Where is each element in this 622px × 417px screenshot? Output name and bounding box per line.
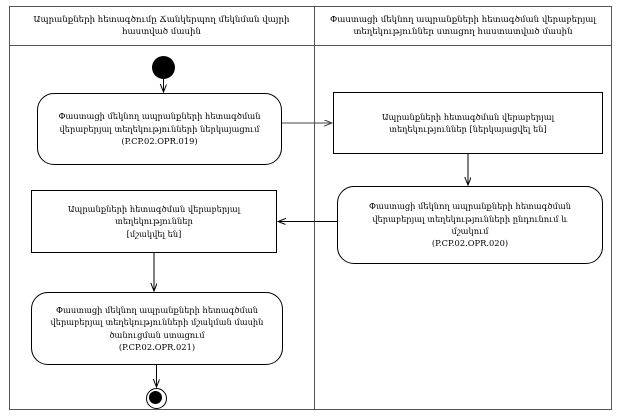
object-node-tracking-info-submitted-label: Ապրանքների հետագծման վերաբերյալ տեղեկութ… [381,111,555,134]
final-node [146,388,167,409]
swimlane-header-band: Ապրանքների հետագծումը Ճանկերպող մեկնման … [9,6,612,46]
activity-node-submit-tracking-info[interactable]: Փաստացի մեկնող ապրանքների հետագծման վերա… [37,93,282,165]
swimlane-divider [314,6,315,410]
activity-node-receive-and-process-label: Փաստացի մեկնող ապրանքների հետագծման վերա… [369,201,571,249]
activity-node-receive-and-process[interactable]: Փաստացի մեկնող ապրանքների հետագծման վերա… [337,186,603,264]
swimlane-header-right: Փաստացի մեկնող ապրանքների հետագծման վերա… [314,6,612,46]
activity-node-submit-tracking-info-label: Փաստացի մեկնող ապրանքների հետագծման վերա… [58,111,261,147]
object-node-tracking-info-processed-label: Ապրանքների հետագծման վերաբերյալ տեղեկութ… [67,203,241,239]
swimlane-header-left-label: Ապրանքների հետագծումը Ճանկերպող մեկնման … [33,14,290,37]
swimlane-header-left: Ապրանքների հետագծումը Ճանկերպող մեկնման … [9,6,314,46]
swimlane-header-right-label: Փաստացի մեկնող ապրանքների հետագծման վերա… [329,14,597,37]
object-node-tracking-info-processed[interactable]: Ապրանքների հետագծման վերաբերյալ տեղեկութ… [31,190,277,253]
activity-node-receive-notification-label: Փաստացի մեկնող ապրանքների հետագծման վերա… [50,304,264,352]
activity-node-receive-notification[interactable]: Փաստացի մեկնող ապրանքների հետագծման վերա… [31,292,283,365]
initial-node [152,56,175,79]
object-node-tracking-info-submitted[interactable]: Ապրանքների հետագծման վերաբերյալ տեղեկութ… [333,92,603,154]
